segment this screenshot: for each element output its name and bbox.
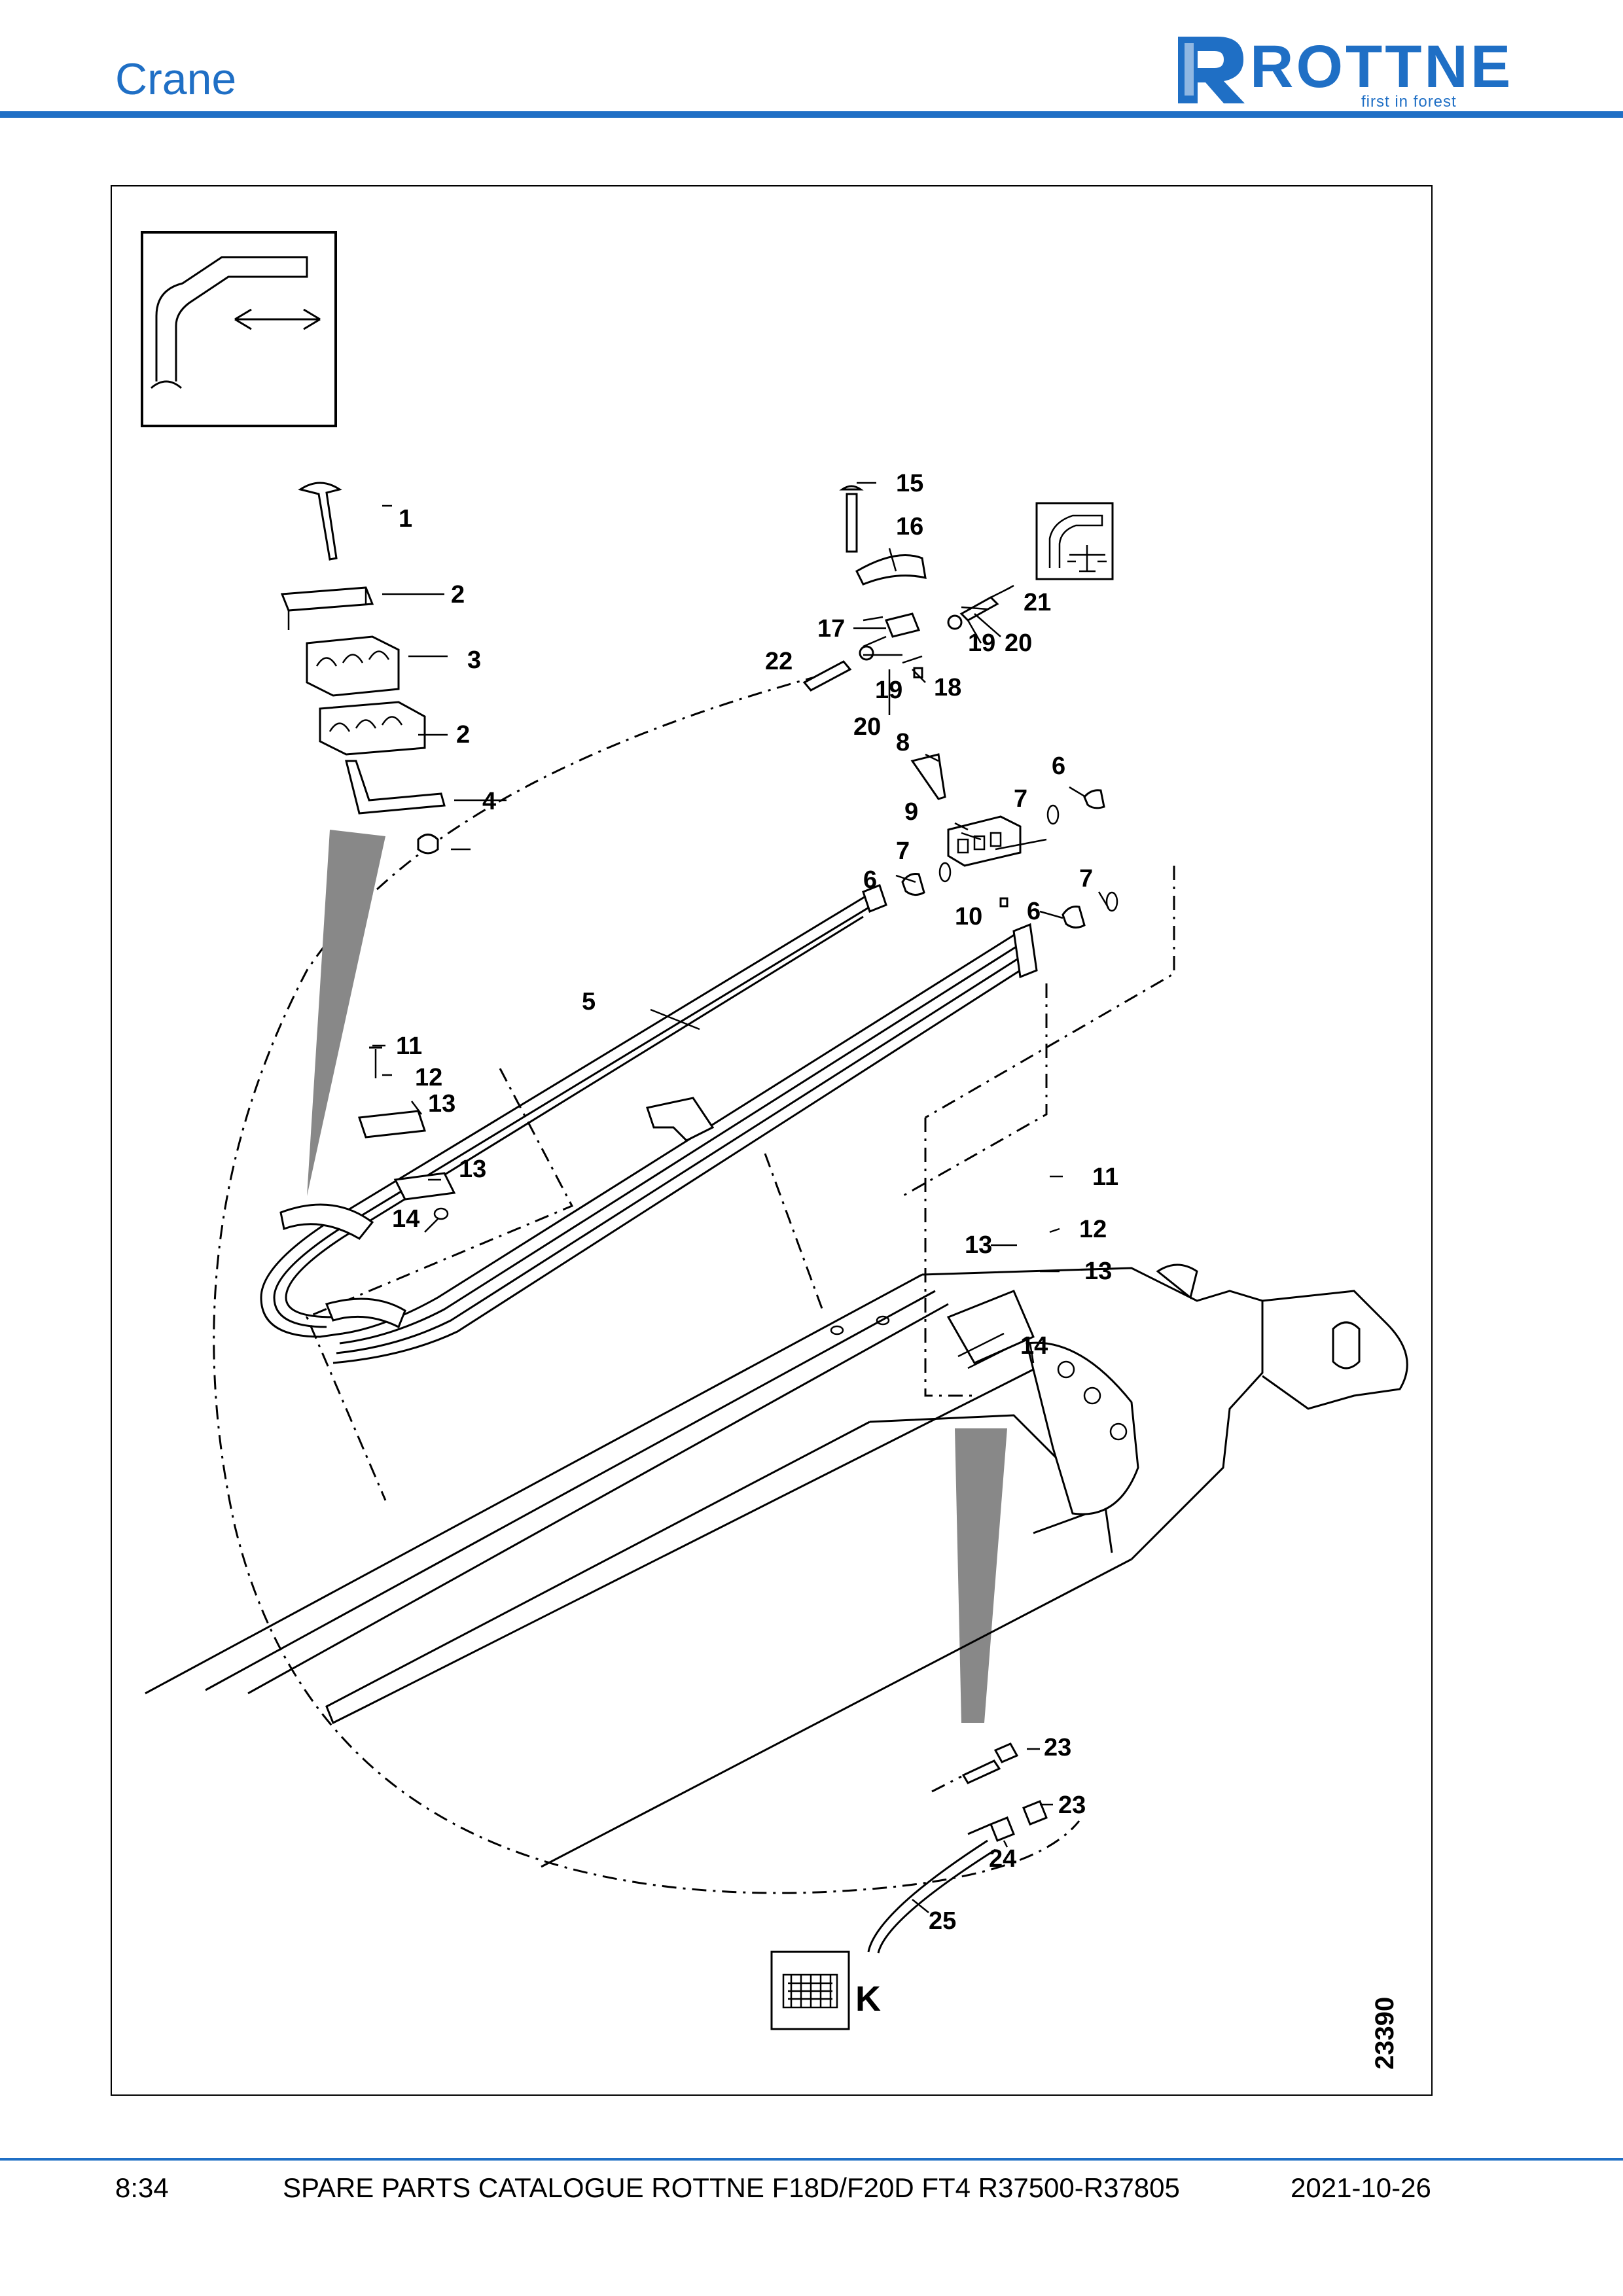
callout-13c: 13 [965,1231,992,1259]
pointer-wedge [307,830,385,1196]
leader-lines [372,482,1110,1913]
callout-19b: 19 [875,677,902,704]
callout-22: 22 [765,648,793,675]
page-title: Crane [115,54,237,104]
callout-1: 1 [399,505,412,533]
callout-25: 25 [929,1907,956,1935]
callout-11b: 11 [1092,1163,1118,1191]
callout-8: 8 [896,729,910,756]
callout-7c: 7 [1079,865,1093,892]
section-line [925,866,1175,1119]
footer-divider [0,2158,1623,2161]
exploded-parts-drawing: 1 2 3 2 4 15 16 21 17 19 20 22 19 18 20 … [111,185,1433,2096]
rottne-logo: ROTTNE first in forest [1171,30,1514,111]
callout-13: 13 [428,1090,455,1118]
crane-boom-extension-icon [141,231,337,427]
fitting-assembly [802,485,1014,692]
callout-5: 5 [582,988,596,1016]
callout-2b: 2 [456,721,470,749]
rottne-r-emblem-icon [1178,37,1245,103]
callouts: 1 2 3 2 4 15 16 21 17 19 20 22 19 18 20 … [392,470,1399,2070]
lower-fittings [867,1742,1048,1954]
callout-15: 15 [896,470,923,497]
catalogue-title: SPARE PARTS CATALOGUE ROTTNE F18D/F20D F… [283,2172,1180,2203]
callout-23: 23 [1044,1734,1071,1761]
callout-6c: 6 [1027,898,1041,925]
callout-2: 2 [451,581,465,609]
crane-balance-icon [1035,502,1114,580]
callout-19: 19 [968,629,995,657]
callout-12: 12 [415,1064,442,1091]
callout-20b: 20 [853,713,881,741]
clamp-assembly [280,482,446,855]
callout-18: 18 [934,674,961,701]
callout-17: 17 [817,615,845,643]
callout-11: 11 [396,1033,422,1060]
callout-20: 20 [1005,629,1032,657]
callout-4: 4 [482,788,496,815]
callout-14: 14 [392,1205,419,1233]
callout-7: 7 [1014,785,1027,813]
drawing-number: 23390 [1370,1997,1399,2070]
callout-k: K [855,1979,881,2019]
callout-23b: 23 [1058,1792,1086,1819]
callout-6b: 6 [863,866,877,894]
publication-date: 2021-10-26 [1291,2172,1431,2203]
header-divider [0,111,1623,118]
callout-24: 24 [989,1845,1016,1873]
callout-9: 9 [904,798,918,826]
callout-10: 10 [955,903,982,930]
hose-bundle [260,884,1038,1364]
logo-wordmark: ROTTNE [1250,33,1514,100]
drawing-border [111,185,1433,2096]
callout-13d: 13 [1084,1258,1112,1285]
callout-21: 21 [1024,589,1051,616]
detail-outline [213,667,1080,1894]
callout-12b: 12 [1079,1216,1107,1243]
logo-tagline: first in forest [1361,93,1457,111]
callout-13b: 13 [459,1156,486,1183]
pointer-wedge [955,1428,1007,1723]
callout-14b: 14 [1020,1332,1048,1360]
crane-boom [145,1263,1408,1868]
manifold-block [901,753,1118,928]
callout-7b: 7 [896,838,910,865]
control-module-connector-icon [770,1951,850,2030]
callout-16: 16 [896,513,923,540]
page-number: 8:34 [115,2172,169,2203]
callout-6: 6 [1052,752,1065,780]
callout-3: 3 [467,646,481,674]
